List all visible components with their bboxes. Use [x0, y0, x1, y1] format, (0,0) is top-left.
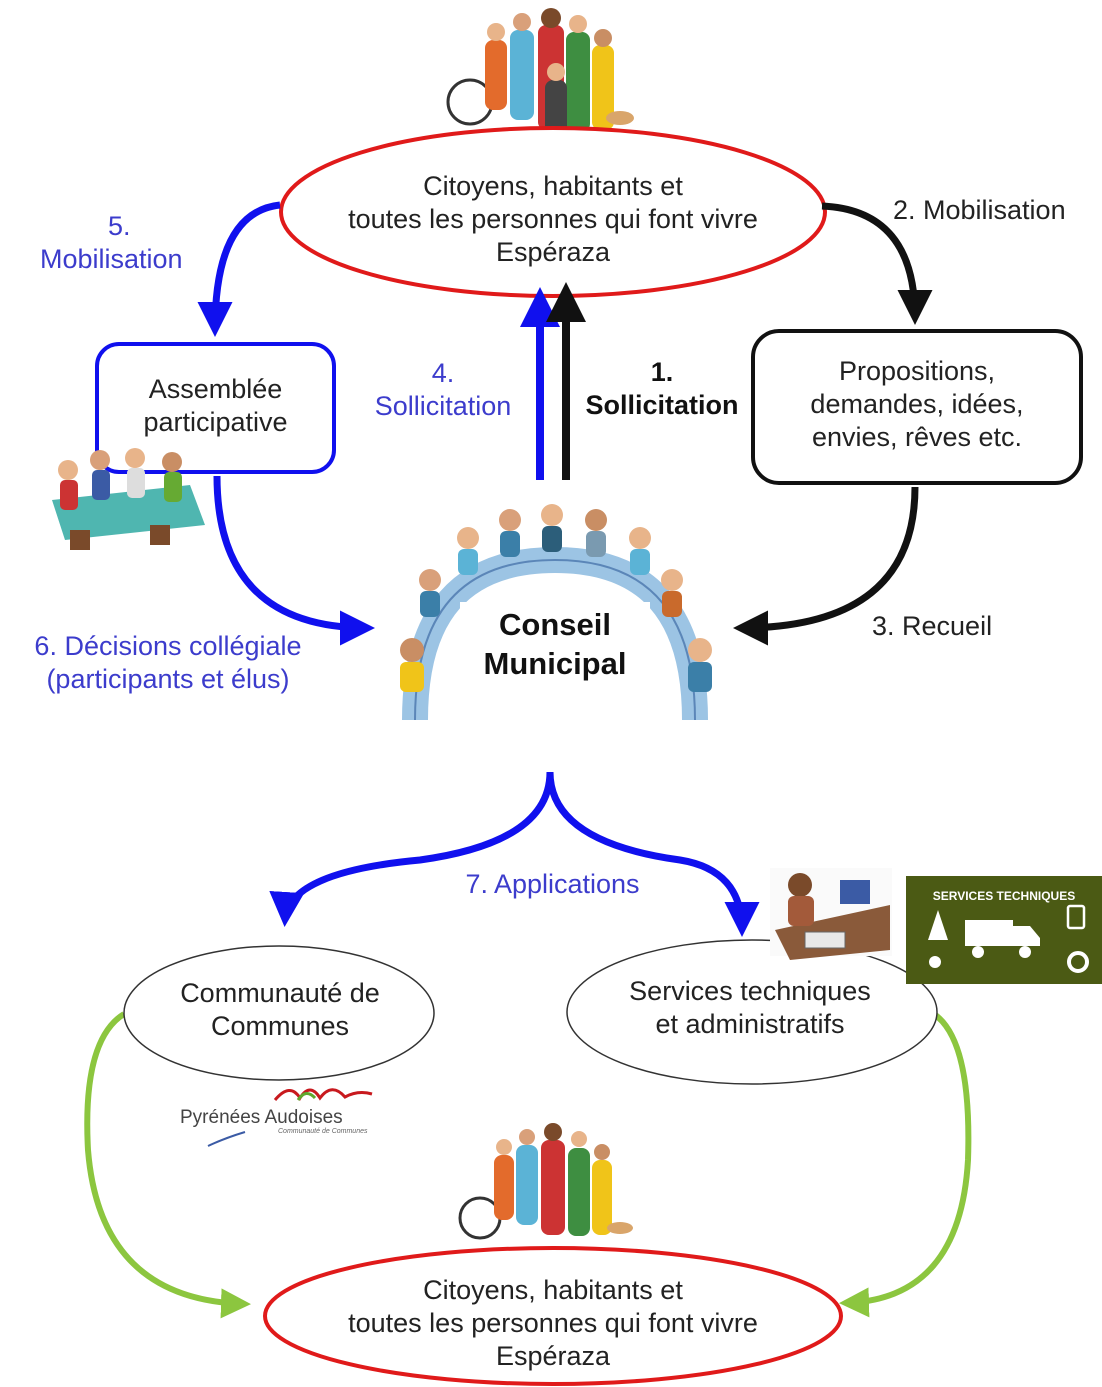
step-7-label: 7. Applications [465, 869, 640, 899]
services-text: Services techniques et administratifs [580, 975, 920, 1041]
arrow-7-applications-left [269, 771, 554, 927]
assemblee-line-1: Assemblée [148, 374, 283, 404]
services-ellipse [566, 939, 938, 1085]
citizens-bottom-line-1: Citoyens, habitants et [423, 1275, 683, 1305]
step-5-label: 5. Mobilisation [40, 210, 212, 276]
step-4-number: 4. [431, 358, 455, 388]
citizens-bottom-line-2: toutes les personnes qui font vivre [348, 1307, 758, 1338]
arrow-green-right [839, 1011, 972, 1318]
services-line-1: Services techniques [629, 976, 871, 1006]
citizens-top-line-3: Espéraza [495, 236, 611, 267]
conseil-line-2: Municipal [483, 645, 627, 681]
conseil-line-1: Conseil [499, 607, 611, 642]
arrow-6-decisions [213, 475, 375, 646]
meeting-illustration [52, 448, 205, 550]
step-1-number: 1. [650, 357, 674, 387]
svg-text:Communauté de Communes: Communauté de Communes [278, 1128, 368, 1135]
step-4-label: 4. Sollicitation [362, 357, 524, 423]
step-4-text: Sollicitation [374, 390, 512, 421]
council-table-illustration [400, 504, 712, 721]
arrow-green-left [84, 1011, 251, 1319]
citizens-bottom-line-3: Espéraza [495, 1340, 611, 1371]
communaute-ellipse [123, 945, 435, 1081]
step-1-label: 1. Sollicitation [572, 356, 752, 422]
arrow-2-mobilisation [821, 202, 933, 325]
office-worker-illustration [770, 868, 892, 960]
step-6-line-1: 6. Décisions collégiale [34, 631, 302, 661]
propositions-line-1: Propositions, [838, 356, 996, 386]
propositions-line-3: envies, rêves etc. [811, 421, 1023, 452]
citizens-top-line-1: Citoyens, habitants et [423, 171, 683, 201]
propositions-box [751, 329, 1083, 485]
pyrenees-audoises-logo: Pyrénées Audoises Communauté de Communes [180, 1088, 373, 1147]
propositions-text: Propositions, demandes, idées, envies, r… [753, 355, 1081, 454]
arrow-5-mobilisation [197, 201, 281, 337]
services-techniques-badge: SERVICES TECHNIQUES [906, 876, 1102, 984]
step-6-label: 6. Décisions collégiale (participants et… [8, 630, 328, 696]
step-2-label: 2. Mobilisation [893, 195, 1066, 225]
propositions-line-2: demandes, idées, [810, 388, 1024, 419]
citizens-ellipse-bottom [263, 1246, 843, 1386]
assemblee-line-2: participative [143, 406, 288, 437]
communaute-line-1: Communauté de [180, 978, 380, 1008]
step-5-number: 5. [108, 211, 131, 241]
assemblee-box [95, 342, 336, 474]
svg-text:SERVICES TECHNIQUES: SERVICES TECHNIQUES [933, 889, 1075, 903]
step-3-label: 3. Recueil [872, 611, 993, 641]
citizens-top-line-2: toutes les personnes qui font vivre [348, 203, 758, 234]
step-5-text: Mobilisation [40, 243, 183, 274]
step-6-line-2: (participants et élus) [46, 663, 290, 694]
crowd-illustration-bottom [458, 1123, 633, 1240]
assemblee-text: Assemblée participative [97, 373, 334, 439]
conseil-municipal-label: Conseil Municipal [460, 602, 650, 688]
arrow-7-applications-right [546, 771, 760, 937]
svg-text:Pyrénées Audoises: Pyrénées Audoises [180, 1107, 343, 1128]
communaute-line-2: Communes [210, 1010, 350, 1041]
communaute-text: Communauté de Communes [130, 977, 430, 1043]
citizens-top-text: Citoyens, habitants et toutes les person… [313, 170, 793, 269]
arrow-3-recueil [733, 486, 919, 646]
services-line-2: et administratifs [655, 1008, 845, 1039]
step-1-text: Sollicitation [585, 389, 739, 420]
citizens-bottom-text: Citoyens, habitants et toutes les person… [300, 1274, 806, 1373]
